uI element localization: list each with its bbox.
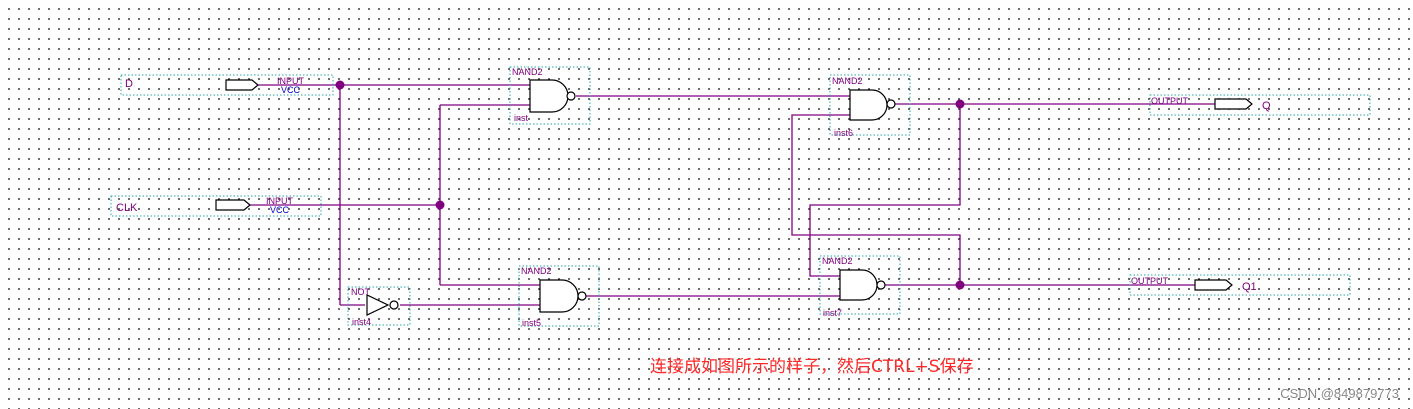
symbol-boundary bbox=[1129, 274, 1351, 296]
pin-type-label: INPUT bbox=[277, 76, 305, 86]
output-pin-q[interactable]: OUTPUT Q bbox=[1149, 94, 1371, 116]
symbol-boundary bbox=[819, 255, 901, 315]
pin-name: CLK bbox=[116, 202, 138, 214]
gate-type-label: NAND2 bbox=[832, 76, 863, 86]
nand2-gate-inst5[interactable]: NAND2 inst5 bbox=[518, 265, 600, 328]
inversion-bubble-icon bbox=[577, 291, 587, 301]
inversion-bubble-icon bbox=[876, 280, 886, 290]
input-pin-d[interactable]: D INPUT VCC bbox=[120, 74, 334, 96]
nand2-gate-inst[interactable]: NAND2 inst bbox=[509, 66, 591, 125]
inversion-bubble-icon bbox=[566, 91, 576, 101]
symbol-boundary bbox=[1149, 94, 1371, 116]
nand-shape-icon bbox=[839, 269, 878, 301]
nand-shape-icon bbox=[529, 79, 569, 113]
junction-q bbox=[955, 99, 965, 109]
not-gate-inst4[interactable]: NOT inst4 bbox=[347, 286, 411, 327]
symbol-boundary bbox=[518, 265, 600, 327]
pin-type-label: OUTPUT bbox=[1151, 96, 1189, 106]
nand2-gate-inst7[interactable]: NAND2 inst7 bbox=[819, 255, 901, 318]
symbol-boundary bbox=[120, 74, 334, 96]
symbol-boundary bbox=[110, 195, 322, 217]
gate-instance-label: inst4 bbox=[352, 317, 371, 327]
nand-shape-icon bbox=[849, 89, 888, 121]
pin-type-label: OUTPUT bbox=[1131, 276, 1169, 286]
junction-q1 bbox=[955, 280, 965, 290]
symbol-boundary bbox=[509, 66, 591, 125]
gate-type-label: NAND2 bbox=[521, 266, 552, 276]
input-pin-clk[interactable]: CLK INPUT VCC bbox=[110, 195, 322, 217]
pin-name: Q bbox=[1262, 100, 1271, 112]
pin-name: D bbox=[125, 78, 133, 90]
wires bbox=[250, 84, 1215, 306]
symbol-boundary bbox=[347, 286, 411, 326]
nand-shape-icon bbox=[539, 279, 579, 313]
nand2-gate-inst6[interactable]: NAND2 inst6 bbox=[829, 74, 911, 138]
gate-instance-label: inst bbox=[514, 113, 529, 123]
junctions bbox=[335, 80, 965, 290]
gate-instance-label: inst7 bbox=[823, 308, 842, 318]
gate-type-label: NAND2 bbox=[822, 256, 853, 266]
pin-default-value: VCC bbox=[270, 205, 290, 215]
symbol-boundary bbox=[829, 74, 911, 136]
junction-d bbox=[335, 80, 345, 90]
watermark: CSDN @849879773 bbox=[1280, 386, 1399, 401]
output-pin-q1[interactable]: OUTPUT Q1 bbox=[1129, 274, 1351, 296]
gate-type-label: NAND2 bbox=[512, 67, 543, 77]
not-triangle-icon bbox=[366, 294, 390, 316]
junction-clk bbox=[435, 200, 445, 210]
pin-name: Q1 bbox=[1242, 281, 1257, 293]
pin-type-label: INPUT bbox=[266, 196, 294, 206]
output-arrow-icon bbox=[1194, 279, 1233, 291]
input-arrow-icon bbox=[215, 199, 251, 211]
output-arrow-icon bbox=[1214, 98, 1253, 110]
inversion-bubble-icon bbox=[389, 300, 399, 310]
input-arrow-icon bbox=[225, 79, 259, 91]
gate-instance-label: inst6 bbox=[834, 128, 853, 138]
pin-default-value: VCC bbox=[281, 85, 301, 95]
instruction-note: 连接成如图所示的样子，然后CTRL+S保存 bbox=[650, 357, 974, 377]
wire-q1-feedback bbox=[791, 114, 961, 285]
gate-instance-label: inst5 bbox=[522, 318, 541, 328]
gate-type-label: NOT bbox=[351, 287, 371, 297]
inversion-bubble-icon bbox=[886, 99, 896, 109]
wire-q-feedback bbox=[809, 104, 961, 277]
